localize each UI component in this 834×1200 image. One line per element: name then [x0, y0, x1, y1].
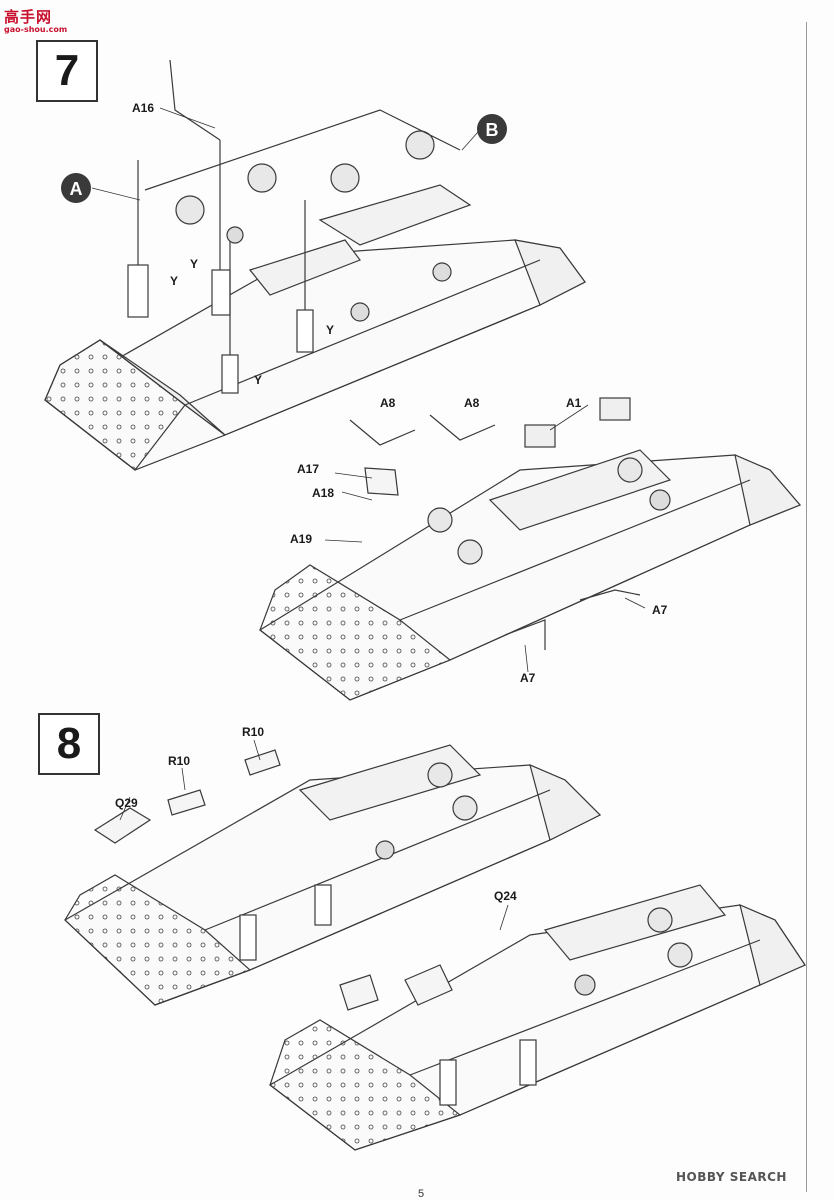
label-y-3: Y	[326, 323, 334, 337]
step-7-box: 7	[36, 40, 98, 102]
hobby-search-logo: HOBBY SEARCH	[676, 1170, 787, 1184]
label-a19: A19	[290, 532, 312, 546]
hobby-search-text: HOBBY SEARCH	[676, 1170, 787, 1184]
label-q29: Q29	[115, 796, 138, 810]
marker-a: A	[61, 173, 91, 203]
marker-b: B	[477, 114, 507, 144]
label-a7-bottom: A7	[520, 671, 536, 685]
marker-a-letter: A	[70, 179, 83, 199]
label-r10-left: R10	[168, 754, 190, 768]
step-8-number: 8	[56, 719, 82, 768]
callout-lines	[91, 107, 646, 931]
label-a18: A18	[312, 486, 334, 500]
hull-drawing-7-upper	[43, 59, 586, 471]
label-a16: A16	[132, 101, 154, 115]
page-number: 5	[418, 1188, 425, 1200]
label-a8-right: A8	[464, 396, 480, 410]
label-a17: A17	[297, 462, 319, 476]
part-labels: A16 Y Y Y Y A8 A8 A1 A17 A18 A19 A7 A7 Q…	[115, 101, 668, 903]
label-a8-left: A8	[380, 396, 396, 410]
hull-drawing-7-lower	[258, 397, 802, 701]
label-a1: A1	[566, 396, 582, 410]
label-a7-right: A7	[652, 603, 668, 617]
hull-drawing-8-lower	[268, 884, 806, 1151]
label-q24: Q24	[494, 889, 517, 903]
marker-b-letter: B	[486, 120, 499, 140]
page-border	[806, 22, 807, 1192]
label-r10-right: R10	[242, 725, 264, 739]
step-8-box: 8	[38, 713, 100, 775]
label-y-1: Y	[170, 274, 178, 288]
hull-drawing-8-upper	[63, 744, 602, 1006]
watermark-subtitle: gao-shou.com	[4, 25, 68, 34]
watermark-title: 高手网	[4, 8, 53, 26]
label-y-2: Y	[190, 257, 198, 271]
step-7-number: 7	[54, 46, 80, 95]
label-y-4: Y	[254, 373, 262, 387]
watermark-logo: 高手网 gao-shou.com	[4, 6, 67, 34]
